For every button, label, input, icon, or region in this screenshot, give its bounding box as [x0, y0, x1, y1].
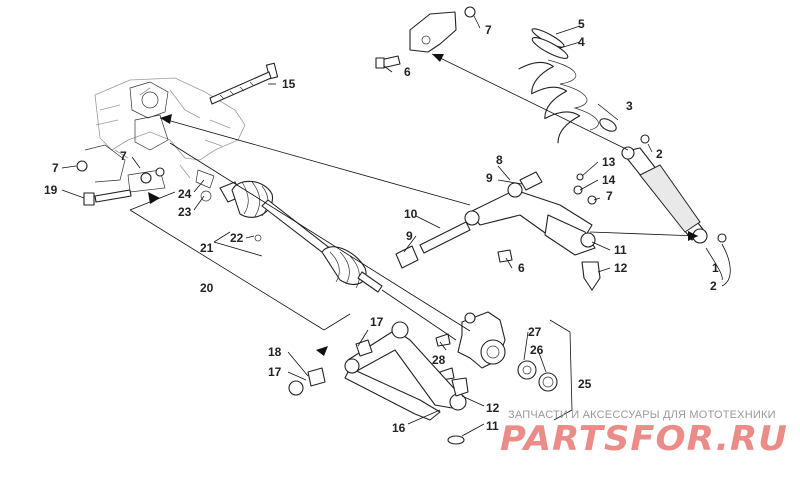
callout-1: 1 — [712, 261, 719, 275]
callout-17-low: 17 — [268, 365, 282, 379]
callout-12-top: 12 — [614, 261, 628, 275]
callout-6-low: 6 — [518, 261, 525, 275]
steering-knuckle — [435, 311, 558, 392]
callout-27: 27 — [528, 325, 542, 339]
left-bolts — [76, 160, 165, 206]
callout-7-left: 7 — [52, 161, 59, 175]
callout-23: 23 — [178, 205, 192, 219]
direction-arrows — [148, 53, 699, 356]
callout-22: 22 — [230, 231, 244, 245]
drive-axle — [195, 169, 383, 293]
callout-6-top: 6 — [404, 65, 411, 79]
callout-9-top: 9 — [486, 171, 493, 185]
callout-11-low: 11 — [486, 419, 499, 433]
callout-5: 5 — [578, 17, 585, 31]
callout-24: 24 — [178, 187, 192, 201]
callout-13: 13 — [602, 155, 616, 169]
callout-15: 15 — [282, 77, 296, 91]
callout-17-top: 17 — [370, 315, 384, 329]
callout-26: 26 — [530, 343, 544, 357]
callout-2-low: 2 — [710, 279, 717, 293]
callout-19: 19 — [44, 183, 58, 197]
watermark-brand: PARTSFOR.RU — [500, 419, 788, 459]
callout-18: 18 — [268, 345, 282, 359]
watermark: ЗАПЧАСТИ И АКСЕССУАРЫ ДЛЯ МОТОТЕХНИКИ PA… — [500, 409, 788, 459]
callout-8: 8 — [496, 153, 503, 167]
callout-7-top: 7 — [485, 23, 492, 37]
callout-28: 28 — [432, 353, 446, 367]
callout-2-top: 2 — [656, 147, 663, 161]
callout-4: 4 — [578, 35, 585, 49]
lower-a-arm — [288, 321, 469, 445]
callout-16: 16 — [392, 421, 406, 435]
callout-20: 20 — [200, 281, 214, 295]
shock-spring-assembly — [518, 28, 727, 244]
upper-a-arm — [395, 171, 601, 291]
callout-11-top: 11 — [614, 243, 627, 257]
callout-7-frame: 7 — [120, 149, 127, 163]
callout-12-low: 12 — [486, 401, 500, 415]
callout-3: 3 — [626, 99, 633, 113]
callout-21: 21 — [200, 241, 214, 255]
callout-9-low: 9 — [406, 229, 413, 243]
callout-labels: 7 5 4 6 15 3 2 8 9 13 14 7 10 9 11 6 12 … — [44, 17, 719, 435]
callout-14: 14 — [602, 173, 616, 187]
callout-25: 25 — [578, 377, 592, 391]
leader-lines — [61, 15, 731, 437]
frame-section — [84, 77, 246, 193]
watermark-tagline: ЗАПЧАСТИ И АКСЕССУАРЫ ДЛЯ МОТОТЕХНИКИ — [508, 409, 776, 421]
callout-10: 10 — [404, 207, 418, 221]
callout-7-mid: 7 — [606, 189, 613, 203]
top-bracket — [375, 6, 476, 69]
long-bolt-15 — [209, 62, 279, 105]
